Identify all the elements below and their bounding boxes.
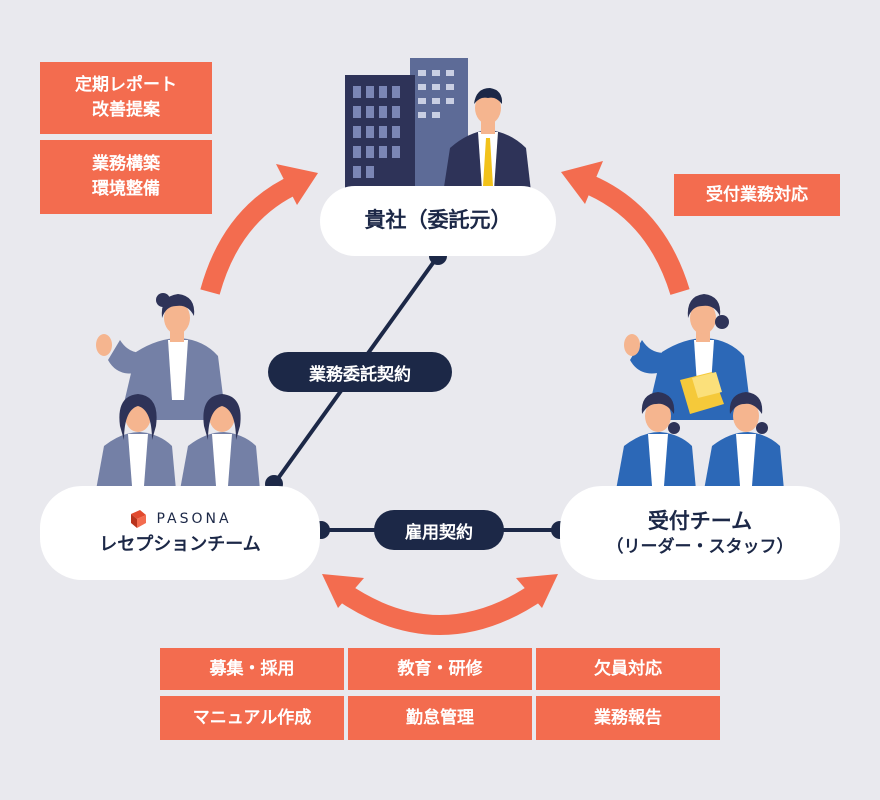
work-report-badge: 業務報告 [536, 696, 720, 740]
pasona-brand: PASONA [156, 511, 232, 528]
arrow-right-up [561, 161, 690, 296]
reception-team-illustration [616, 294, 784, 490]
setup-badge-line2: 環境整備 [92, 179, 160, 199]
arrow-left-up [200, 164, 318, 295]
reception-sub-label: （リーダー・スタッフ） [606, 536, 794, 557]
reception-service-badge: 受付業務対応 [674, 174, 840, 216]
client-label: 貴社（委託元） [364, 208, 512, 233]
building-illustration [345, 58, 468, 188]
manual-badge: マニュアル作成 [160, 696, 344, 740]
client-node: 貴社（委託元） [320, 186, 556, 256]
pasona-logo-icon [131, 510, 147, 529]
setup-badge: 業務構築 環境整備 [40, 140, 212, 214]
pasona-node: PASONA レセプションチーム [40, 486, 320, 580]
reception-label: 受付チーム [647, 509, 753, 534]
employment-contract-label: 雇用契約 [374, 510, 504, 550]
pasona-team-label: レセプションチーム [99, 534, 261, 556]
pasona-logo: PASONA [128, 509, 231, 529]
attendance-badge: 勤怠管理 [348, 696, 532, 740]
setup-badge-line1: 業務構築 [92, 154, 160, 175]
training-badge: 教育・研修 [348, 648, 532, 690]
absence-support-badge: 欠員対応 [536, 648, 720, 690]
outsourcing-contract-label: 業務委託契約 [268, 352, 452, 392]
pasona-team-illustration [96, 293, 260, 490]
reception-node: 受付チーム （リーダー・スタッフ） [560, 486, 840, 580]
report-badge-line1: 定期レポート [75, 75, 177, 96]
report-badge-line2: 改善提案 [92, 100, 160, 120]
arrow-bottom-double [322, 574, 558, 635]
recruitment-badge: 募集・採用 [160, 648, 344, 690]
report-badge: 定期レポート 改善提案 [40, 62, 212, 134]
businessman-illustration [442, 88, 532, 200]
